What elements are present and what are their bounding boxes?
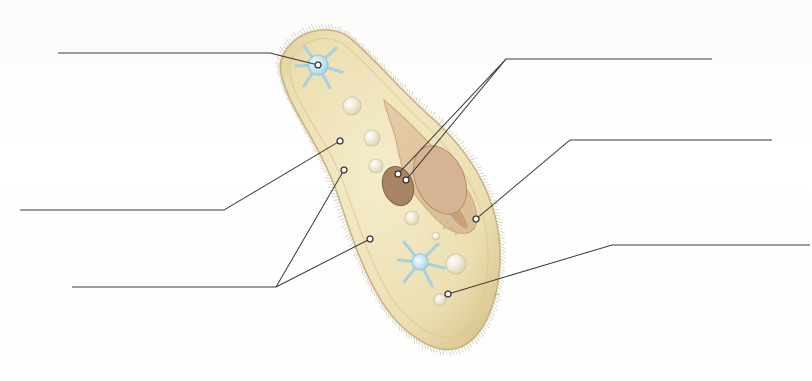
cilium	[500, 249, 506, 252]
cilium	[318, 25, 321, 30]
cilium	[347, 235, 351, 239]
cilium	[489, 314, 493, 320]
cilium	[344, 227, 349, 231]
cilium	[490, 311, 494, 316]
cilium	[337, 209, 343, 211]
cilium	[279, 50, 283, 55]
cilium	[342, 224, 348, 228]
cilium	[452, 133, 457, 138]
cilium	[339, 212, 344, 214]
cilium	[485, 323, 489, 329]
oral-groove-label-line	[476, 140, 772, 219]
cilium	[338, 215, 344, 218]
cilium	[277, 57, 281, 62]
cilium	[500, 256, 505, 259]
cilium	[482, 182, 488, 183]
cilium	[306, 28, 308, 32]
cilium	[340, 218, 345, 221]
cilium	[335, 203, 340, 204]
cilium	[333, 200, 339, 201]
cilium	[487, 320, 491, 325]
cilium	[423, 104, 425, 110]
cilium	[439, 119, 443, 125]
cilium	[357, 259, 360, 265]
cilium	[297, 32, 300, 36]
cilium	[476, 336, 479, 341]
cilium	[478, 173, 484, 174]
cilium	[349, 241, 353, 246]
cilium	[335, 206, 342, 208]
scale-mark: ⁓	[494, 291, 500, 298]
cilium	[437, 117, 440, 122]
cilium	[286, 39, 290, 45]
cilium	[280, 47, 284, 52]
cilium	[461, 347, 463, 353]
cilium	[470, 158, 477, 161]
cilium	[411, 92, 412, 99]
cilium	[300, 30, 303, 35]
cilium	[349, 238, 352, 242]
cilium	[291, 35, 294, 40]
cilium	[456, 139, 461, 143]
cilium	[290, 38, 293, 42]
cilium	[418, 98, 420, 105]
cilium	[482, 328, 485, 333]
cilium	[285, 42, 289, 47]
cilium	[468, 156, 474, 158]
cilium	[464, 150, 470, 153]
cilium	[452, 349, 454, 355]
cilium	[449, 350, 451, 357]
cilium	[302, 28, 306, 34]
cilium	[475, 167, 482, 169]
cilium	[425, 105, 428, 112]
cilium	[480, 331, 484, 337]
cilium	[405, 85, 406, 92]
cilium	[321, 24, 324, 30]
cilium	[466, 344, 469, 350]
cilium	[458, 141, 464, 145]
cilium	[294, 33, 298, 39]
cilium	[462, 147, 467, 150]
cilia-cytoplasm-label-line	[72, 170, 344, 287]
cilium	[432, 112, 435, 118]
cilium	[500, 259, 506, 263]
pellicle-label-line	[20, 141, 340, 210]
cilium	[473, 164, 479, 166]
cilium	[430, 111, 433, 116]
cilium	[469, 342, 472, 347]
cilium	[474, 338, 477, 344]
food-vacuole-label-line	[448, 245, 810, 294]
cilium	[450, 132, 454, 136]
cilium	[458, 348, 461, 355]
cilium	[312, 25, 315, 31]
cilium	[353, 250, 357, 256]
cilium	[309, 26, 312, 31]
cilium	[480, 176, 487, 177]
cilium	[500, 268, 506, 272]
cilium	[331, 197, 338, 198]
cilium	[346, 232, 351, 237]
